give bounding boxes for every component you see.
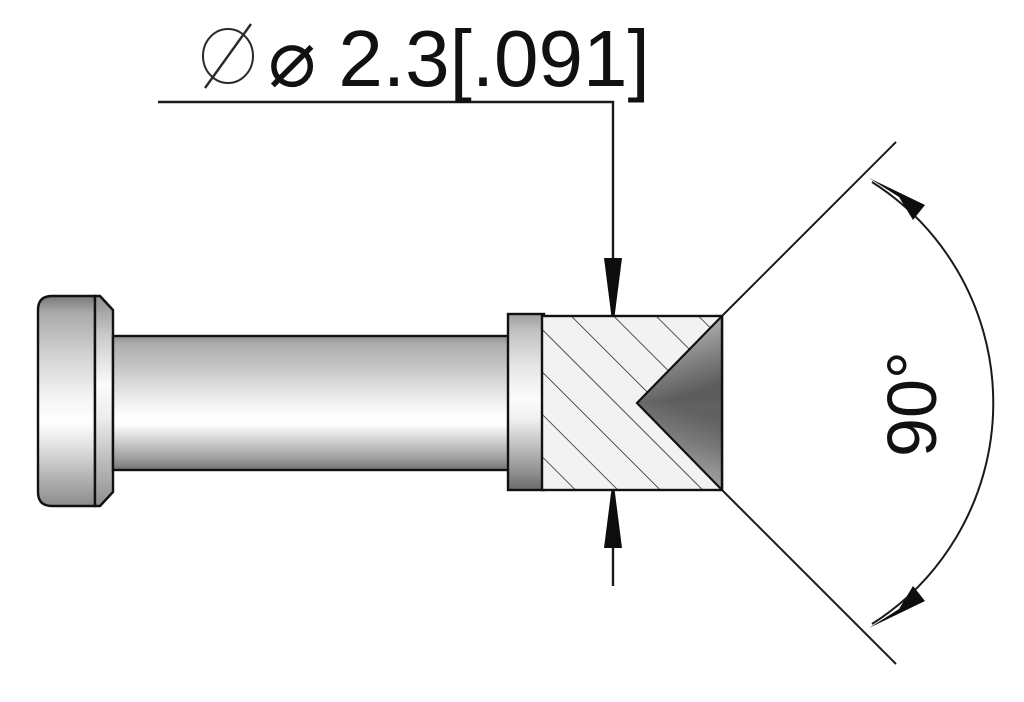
angle-extension-lines <box>721 141 897 665</box>
dimension-arrow-top <box>604 258 622 316</box>
angle-dimension-arc <box>871 181 995 625</box>
diameter-leader-line <box>158 100 615 260</box>
angle-arrow-bottom <box>869 586 925 628</box>
diameter-value-text: ⌀ 2.3[.091] <box>268 14 650 103</box>
pin-head <box>36 294 115 508</box>
pin-shaft <box>111 334 515 472</box>
diameter-symbol-icon <box>202 23 254 89</box>
pin-collar <box>506 312 546 492</box>
countersink-cone <box>635 315 724 491</box>
dimension-arrow-bottom <box>604 490 622 586</box>
angle-arrow-top <box>869 178 925 220</box>
angle-value-text: 90° <box>873 351 951 457</box>
